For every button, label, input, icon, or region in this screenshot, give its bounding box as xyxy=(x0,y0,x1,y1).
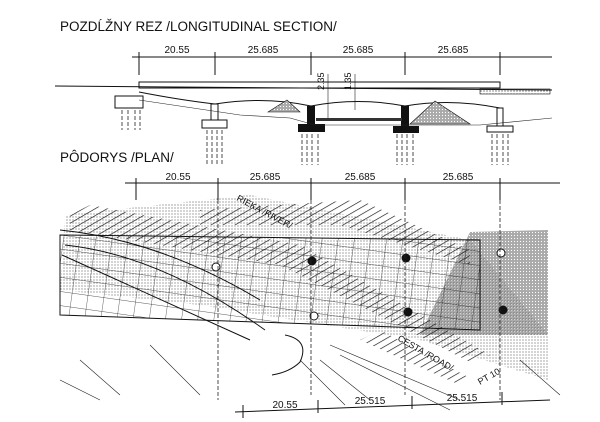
pier-2 xyxy=(298,106,325,165)
span-dim: 25.685 xyxy=(438,45,469,56)
river-hatch-band xyxy=(200,200,470,265)
span-dim: 25.685 xyxy=(250,172,281,183)
deck-grid xyxy=(59,234,481,331)
span-dim: 20.55 xyxy=(272,400,297,411)
road-hatch-band xyxy=(360,330,470,385)
embankment xyxy=(266,99,301,113)
pt-label: PT 10 xyxy=(476,366,502,387)
plan-title: PÔDORYS /PLAN/ xyxy=(60,150,174,165)
plan-view: PÔDORYS /PLAN/ 20.55 25.685 25.685 25.68… xyxy=(59,150,561,418)
span-dim: 20.55 xyxy=(165,172,190,183)
section-title: POZDĹŽNY REZ /LONGITUDINAL SECTION/ xyxy=(60,19,337,34)
height-dim: 2.35 xyxy=(316,72,326,90)
span-dim: 25.685 xyxy=(248,45,279,56)
pier-3 xyxy=(393,106,419,165)
pier-1 xyxy=(201,103,228,165)
span-dim: 25.515 xyxy=(355,396,386,407)
longitudinal-section: POZDĹŽNY REZ /LONGITUDINAL SECTION/ 20.5… xyxy=(54,19,553,165)
pier-4 xyxy=(486,107,514,165)
section-dimension-line: 20.55 25.685 25.685 25.685 xyxy=(132,45,552,75)
span-dim: 25.685 xyxy=(343,45,374,56)
plan-top-dimension-line: 20.55 25.685 25.685 25.685 xyxy=(125,172,560,200)
abutment-left xyxy=(114,95,144,130)
span-dim: 20.55 xyxy=(164,45,189,56)
riverbed xyxy=(316,118,402,121)
span-dim: 25.515 xyxy=(447,393,478,404)
plan-bottom-dimension-line: 20.55 25.515 25.515 xyxy=(234,392,551,418)
span-dim: 25.685 xyxy=(345,172,376,183)
height-dims: 2.35 1.35 xyxy=(316,72,356,120)
road-edge-lines xyxy=(59,229,266,341)
embankment xyxy=(409,100,472,125)
height-dim: 1.35 xyxy=(343,72,353,90)
span-dim: 25.685 xyxy=(443,172,474,183)
retaining-wall xyxy=(271,334,304,376)
bridge-deck xyxy=(54,81,553,109)
